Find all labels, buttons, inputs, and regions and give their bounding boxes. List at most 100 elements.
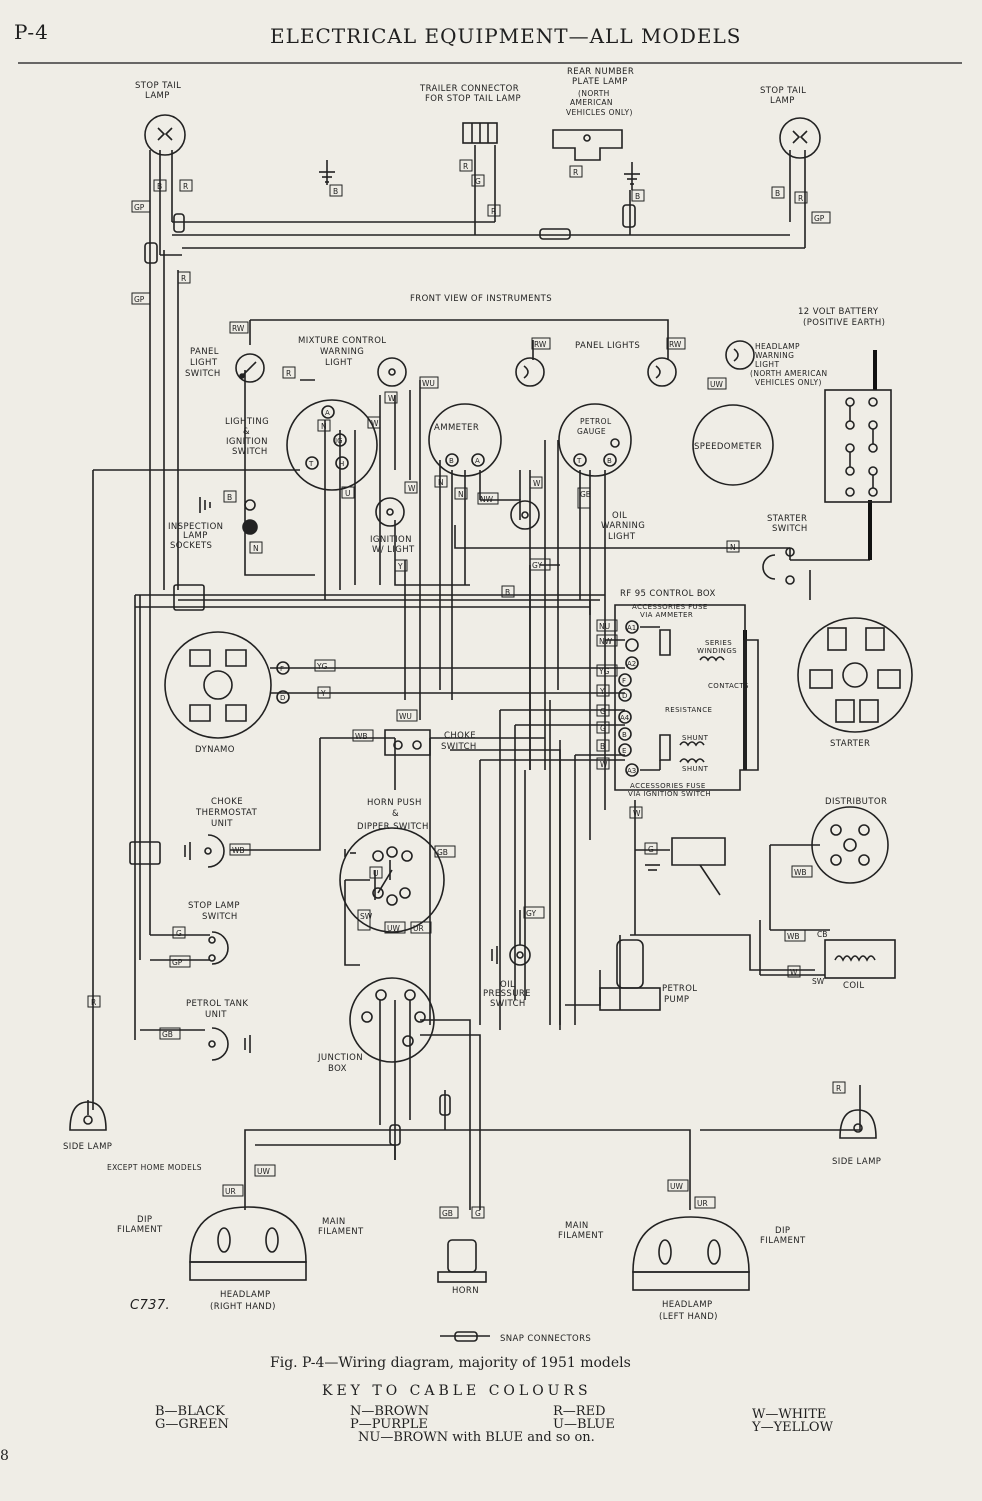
trailer-connector-label: TRAILER CONNECTOR bbox=[419, 84, 519, 94]
svg-text:N: N bbox=[253, 544, 259, 553]
svg-text:NW: NW bbox=[480, 495, 494, 504]
mixture-warning-light bbox=[377, 357, 407, 387]
svg-text:N: N bbox=[438, 478, 444, 487]
resistance-label: RESISTANCE bbox=[665, 706, 712, 714]
ignition-warning-light bbox=[375, 497, 405, 527]
wire-tag: UR bbox=[410, 921, 432, 934]
svg-text:SW: SW bbox=[360, 912, 373, 921]
stop-lamp-switch-label: SWITCH bbox=[202, 912, 238, 922]
page-title: ELECTRICAL EQUIPMENT—ALL MODELS bbox=[270, 24, 742, 48]
snap-connector bbox=[439, 1094, 451, 1116]
wire-tag: GP bbox=[131, 292, 151, 305]
wire-tag: G bbox=[596, 704, 610, 717]
terminal: A bbox=[475, 457, 480, 465]
wire-tag: NW bbox=[596, 634, 618, 647]
mixture-control-label: LIGHT bbox=[325, 358, 353, 368]
key-entry: G—GREEN bbox=[155, 1417, 229, 1432]
junction-box-label: JUNCTION bbox=[317, 1053, 363, 1063]
stop-lamp-switch bbox=[208, 931, 229, 965]
trailer-connector bbox=[462, 122, 498, 144]
key-entry: U—BLUE bbox=[553, 1417, 615, 1432]
headlamp-right-hand bbox=[189, 1206, 307, 1281]
earth-symbol bbox=[624, 162, 640, 190]
wire-tag: RW bbox=[229, 321, 249, 334]
svg-text:GP: GP bbox=[172, 958, 183, 967]
terminal: A3 bbox=[627, 767, 636, 775]
svg-text:UW: UW bbox=[670, 1182, 683, 1191]
main-right-label: MAIN bbox=[565, 1221, 589, 1231]
svg-text:UR: UR bbox=[225, 1187, 236, 1196]
wire-tag: N bbox=[454, 487, 468, 500]
trailer-connector-label: FOR STOP TAIL LAMP bbox=[425, 94, 521, 104]
wire-colour-tags: B R GP B R R G R B B R GP R GP RW RW RW … bbox=[87, 159, 846, 1219]
sidelamp-left bbox=[69, 1101, 107, 1131]
svg-text:R: R bbox=[798, 194, 803, 203]
sidelamp-right bbox=[839, 1109, 877, 1139]
headlamp-left-hand-label: (LEFT HAND) bbox=[659, 1312, 718, 1322]
wire-tag: UR bbox=[694, 1196, 716, 1209]
wire-tag: WU bbox=[396, 709, 418, 722]
petrol-tank-label: PETROL TANK bbox=[186, 999, 248, 1009]
terminal: B bbox=[607, 457, 612, 465]
wire-tag: YG bbox=[314, 659, 336, 672]
svg-text:CB: CB bbox=[817, 930, 827, 939]
wire-tag: R bbox=[177, 271, 191, 284]
svg-text:W: W bbox=[371, 419, 379, 428]
svg-text:W: W bbox=[533, 479, 541, 488]
terminal: A2 bbox=[627, 660, 636, 668]
wire-tag: B bbox=[631, 189, 645, 202]
main-left-label: FILAMENT bbox=[318, 1227, 364, 1237]
wire-tag: W bbox=[404, 481, 418, 494]
ammeter-label: AMMETER bbox=[434, 423, 479, 433]
terminal-letters: A IG T H B A T B F D A1 A2 F D A4 B E A3 bbox=[280, 409, 636, 775]
oil-pressure-label: SWITCH bbox=[490, 999, 526, 1009]
wire-tag: GY bbox=[523, 906, 545, 919]
wire-tag: R bbox=[282, 366, 296, 379]
horn-label: HORN bbox=[452, 1286, 479, 1296]
series-windings-label: SERIES bbox=[705, 639, 732, 647]
svg-text:R: R bbox=[286, 369, 291, 378]
wiring-harness bbox=[87, 145, 871, 1210]
wire-tag: N bbox=[249, 541, 263, 554]
key-column-4: W—WHITE Y—YELLOW bbox=[752, 1408, 833, 1434]
control-box bbox=[614, 604, 759, 791]
distributor bbox=[811, 806, 889, 884]
key-note: NU—BROWN with BLUE and so on. bbox=[358, 1430, 595, 1445]
snap-connector bbox=[144, 242, 158, 264]
acc-fuse-ignition-label: ACCESSORIES FUSE bbox=[630, 782, 706, 790]
fuel-sender bbox=[645, 837, 726, 896]
except-home-label: EXCEPT HOME MODELS bbox=[107, 1163, 202, 1172]
dip-right-label: FILAMENT bbox=[760, 1236, 806, 1246]
svg-text:GP: GP bbox=[134, 295, 145, 304]
headlamp-right-hand-label: HEADLAMP bbox=[220, 1290, 271, 1300]
headlamp-warning-label: HEADLAMP bbox=[755, 342, 800, 351]
stop-tail-left-label: STOP TAIL bbox=[135, 81, 181, 91]
svg-text:B: B bbox=[157, 182, 162, 191]
acc-fuse-ammeter-label: VIA AMMETER bbox=[640, 611, 693, 619]
svg-text:YG: YG bbox=[598, 667, 610, 676]
wire-tag: R bbox=[179, 179, 193, 192]
snap-connector bbox=[539, 228, 571, 240]
starter-switch-label: SWITCH bbox=[772, 524, 808, 534]
shunt-label: SHUNT bbox=[682, 734, 709, 742]
svg-text:R: R bbox=[491, 207, 496, 216]
svg-text:Y: Y bbox=[599, 687, 605, 696]
wire-tag: UW bbox=[667, 1179, 689, 1192]
wire-tag: GY bbox=[529, 558, 551, 571]
dynamo bbox=[164, 631, 290, 739]
svg-text:Y: Y bbox=[320, 689, 326, 698]
number-plate-label: REAR NUMBER bbox=[567, 67, 634, 77]
wire-tag: B bbox=[771, 186, 785, 199]
svg-text:WB: WB bbox=[232, 846, 245, 855]
headlamp-warning-label: (NORTH AMERICAN bbox=[750, 369, 827, 378]
dynamo-label: DYNAMO bbox=[195, 745, 235, 755]
ignition-light-label: IGNITION bbox=[370, 535, 412, 545]
lighting-ignition-label: LIGHTING bbox=[225, 417, 269, 427]
earth-symbol bbox=[319, 160, 335, 185]
number-plate-label: VEHICLES ONLY) bbox=[566, 108, 633, 117]
number-plate-label: AMERICAN bbox=[570, 98, 613, 107]
wire-tag: GP bbox=[169, 955, 191, 968]
svg-text:N: N bbox=[730, 543, 736, 552]
wire-tag: SW bbox=[357, 909, 373, 931]
petrol-tank-label: UNIT bbox=[205, 1010, 227, 1020]
